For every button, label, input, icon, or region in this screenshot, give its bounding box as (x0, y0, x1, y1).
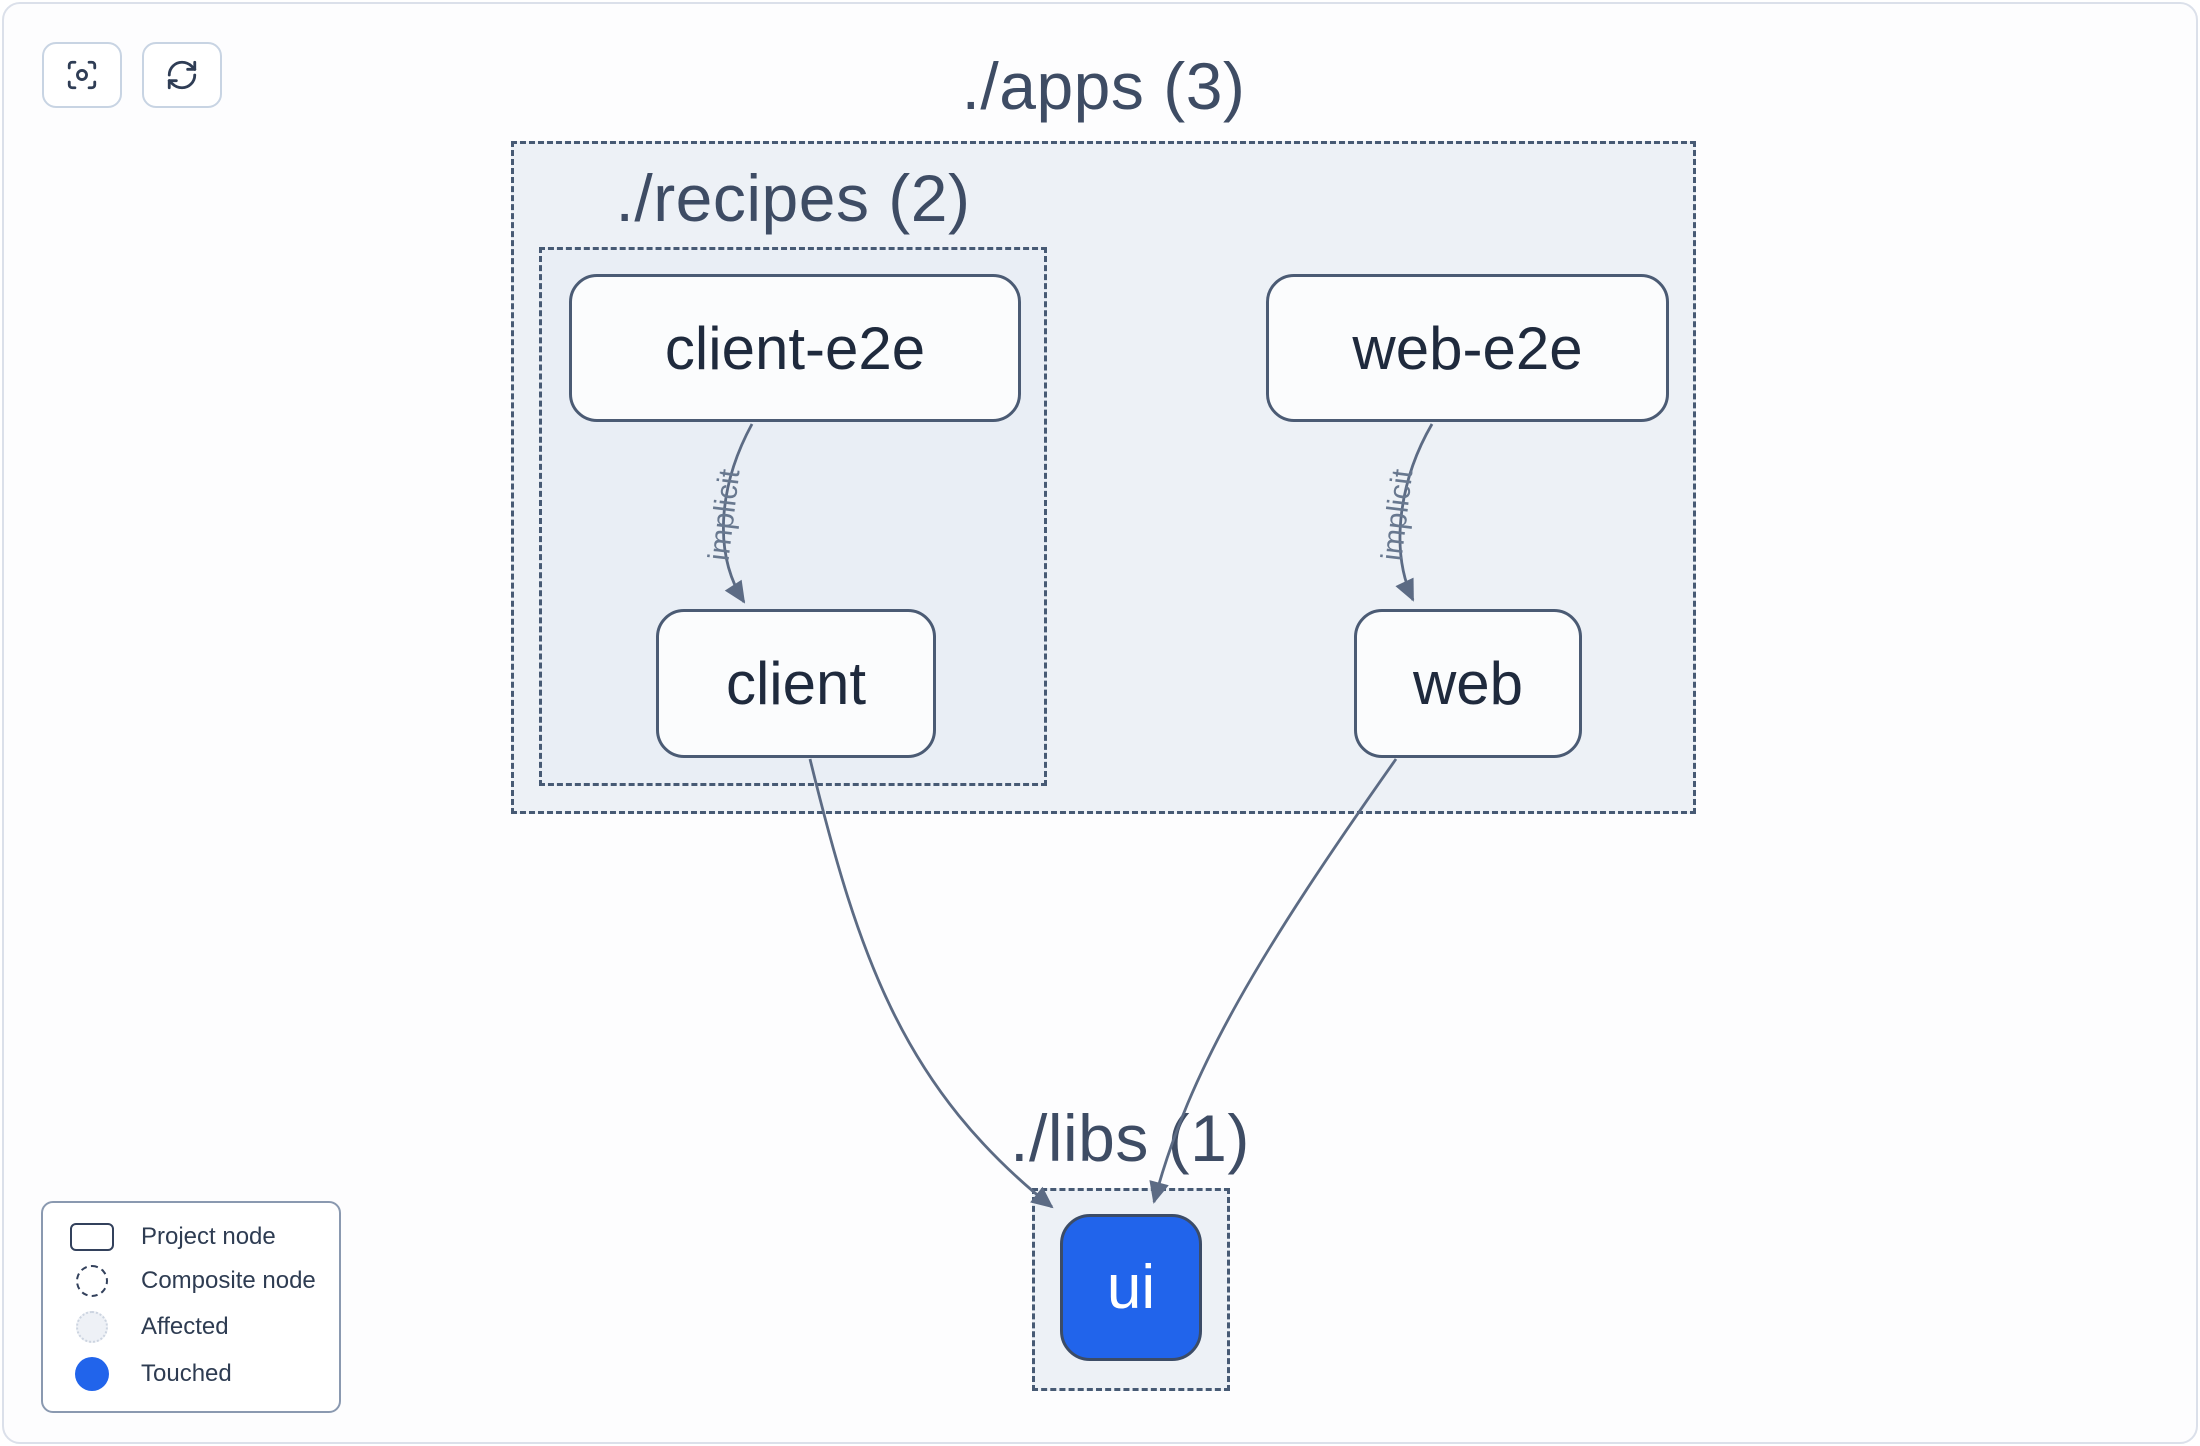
focus-icon (67, 60, 97, 90)
legend: Project node Composite node Affected Tou… (41, 1201, 341, 1413)
project-node-swatch (70, 1223, 114, 1251)
node-web-e2e[interactable]: web-e2e (1266, 274, 1669, 422)
refresh-icon (167, 60, 197, 90)
legend-item-affected: Affected (69, 1311, 339, 1343)
focus-button[interactable] (42, 42, 122, 108)
touched-swatch (75, 1357, 109, 1391)
legend-label: Project node (141, 1223, 276, 1250)
legend-label: Composite node (141, 1267, 316, 1294)
legend-item-touched: Touched (69, 1357, 339, 1391)
node-client-e2e[interactable]: client-e2e (569, 274, 1021, 422)
toolbar (42, 42, 222, 108)
legend-item-project-node: Project node (69, 1223, 339, 1251)
group-label-recipes: ./recipes (2) (615, 161, 971, 235)
composite-node-swatch (76, 1265, 108, 1297)
legend-label: Affected (141, 1313, 229, 1340)
affected-swatch (76, 1311, 108, 1343)
node-ui[interactable]: ui (1060, 1214, 1202, 1361)
node-client[interactable]: client (656, 609, 936, 758)
legend-item-composite-node: Composite node (69, 1265, 339, 1297)
legend-label: Touched (141, 1360, 232, 1387)
group-label-libs: ./libs (1) (1010, 1101, 1250, 1175)
group-label-apps: ./apps (3) (961, 49, 1246, 123)
refresh-button[interactable] (142, 42, 222, 108)
node-web[interactable]: web (1354, 609, 1582, 758)
